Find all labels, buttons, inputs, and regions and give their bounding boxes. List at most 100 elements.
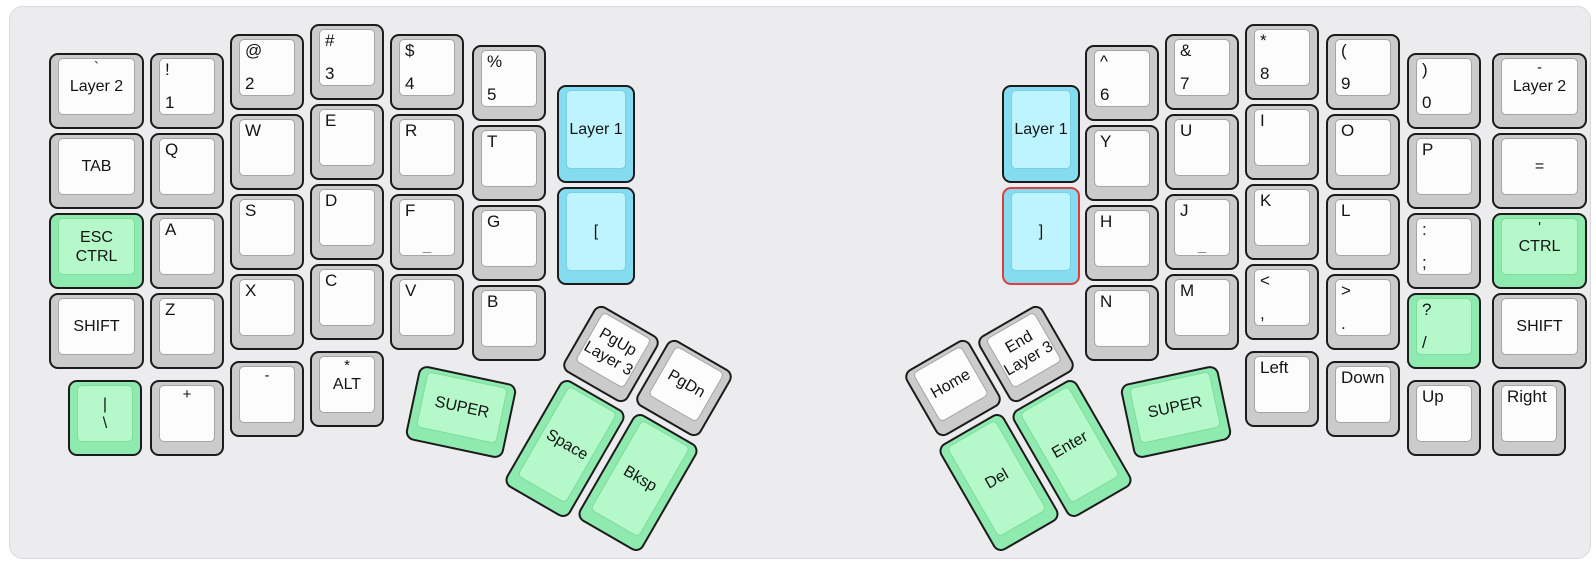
key-plus[interactable]: + — [150, 380, 224, 456]
key-h[interactable]: H — [1085, 205, 1159, 281]
key-shift-left[interactable]: SHIFT — [49, 293, 144, 369]
key-9[interactable]: (9 — [1326, 34, 1400, 110]
key-grave-layer2[interactable]: `Layer 2 — [49, 53, 144, 129]
key-2[interactable]: @2 — [230, 34, 304, 110]
key-r[interactable]: R — [390, 114, 464, 190]
keycap-top: F_ — [399, 199, 455, 256]
key-8-legend-bottom: 8 — [1260, 64, 1270, 83]
key-layer1-right-label-line: Layer 1 — [1014, 121, 1068, 138]
key-t[interactable]: T — [472, 125, 546, 201]
key-minus-left-legend-shift: - — [264, 367, 270, 384]
key-b-legend-top: B — [487, 292, 499, 311]
key-f[interactable]: F_ — [390, 194, 464, 270]
key-5[interactable]: %5 — [472, 45, 546, 121]
key-x[interactable]: X — [230, 274, 304, 350]
key-right-bracket-label-line: ] — [1038, 223, 1044, 240]
key-super-left-label-line: SUPER — [433, 393, 491, 422]
key-0[interactable]: )0 — [1407, 53, 1481, 129]
key-left-arrow-legend-top: Left — [1260, 358, 1289, 377]
keycap-top: @2 — [239, 39, 295, 96]
key-grave-layer2-label-line: Layer 2 — [69, 78, 124, 95]
key-v[interactable]: V — [390, 274, 464, 350]
key-1-legend-bottom: 1 — [165, 93, 175, 112]
key-j[interactable]: J_ — [1165, 194, 1239, 270]
key-7-legend-top: & — [1180, 41, 1192, 60]
key-a[interactable]: A — [150, 213, 224, 289]
key-layer1-right[interactable]: Layer 1 — [1002, 85, 1080, 183]
key-4-legend-top: $ — [405, 41, 415, 60]
key-4-legend-bottom: 4 — [405, 74, 415, 93]
key-m-legend-top: M — [1180, 281, 1195, 300]
key-g[interactable]: G — [472, 205, 546, 281]
key-right-bracket[interactable]: ] — [1002, 187, 1080, 285]
key-left-bracket[interactable]: [ — [557, 187, 635, 285]
key-3-legend-top: # — [325, 31, 335, 50]
key-quote-ctrl[interactable]: 'CTRL — [1492, 213, 1587, 289]
key-semicolon[interactable]: :; — [1407, 213, 1481, 289]
key-f-homing-bar: _ — [422, 237, 432, 254]
key-p[interactable]: P — [1407, 133, 1481, 209]
key-period-legend-bottom: . — [1341, 314, 1346, 333]
key-shift-right[interactable]: SHIFT — [1492, 293, 1587, 369]
key-8[interactable]: *8 — [1245, 24, 1319, 100]
key-m[interactable]: M — [1165, 274, 1239, 350]
key-shift-left-label-line: SHIFT — [73, 318, 120, 335]
key-l[interactable]: L — [1326, 194, 1400, 270]
key-4[interactable]: $4 — [390, 34, 464, 110]
key-o[interactable]: O — [1326, 114, 1400, 190]
key-3[interactable]: #3 — [310, 24, 384, 100]
key-question-slash[interactable]: ?/ — [1407, 293, 1481, 369]
key-period[interactable]: >. — [1326, 274, 1400, 350]
key-7-legend-bottom: 7 — [1180, 74, 1190, 93]
key-left-arrow[interactable]: Left — [1245, 351, 1319, 427]
key-6[interactable]: ^6 — [1085, 45, 1159, 121]
key-plus-legend-shift: + — [182, 386, 192, 403]
key-p-legend-top: P — [1422, 140, 1434, 159]
key-star-alt-legend-shift: * — [344, 357, 350, 374]
keycap-top: W — [239, 119, 295, 176]
key-r-legend-top: R — [405, 121, 418, 140]
key-e[interactable]: E — [310, 104, 384, 180]
key-n[interactable]: N — [1085, 285, 1159, 361]
key-9-legend-top: ( — [1341, 41, 1347, 60]
key-i[interactable]: I — [1245, 104, 1319, 180]
keycap-top: Left — [1254, 356, 1310, 413]
key-d[interactable]: D — [310, 184, 384, 260]
key-super-left[interactable]: SUPER — [404, 364, 518, 460]
key-z-legend-top: Z — [165, 300, 176, 319]
key-z[interactable]: Z — [150, 293, 224, 369]
key-y[interactable]: Y — [1085, 125, 1159, 201]
key-pipe-backslash[interactable]: |\ — [68, 380, 142, 456]
key-right-arrow-legend-top: Right — [1507, 387, 1547, 406]
key-tab[interactable]: TAB — [49, 133, 144, 209]
key-e-legend-top: E — [325, 111, 337, 130]
key-j-homing-bar: _ — [1197, 237, 1207, 254]
key-super-left-label: SUPER — [417, 372, 507, 442]
key-bksp-label-line: Bksp — [620, 462, 660, 495]
key-minus-layer2-label: Layer 2 — [1502, 59, 1577, 114]
keycap-top: $4 — [399, 39, 455, 96]
key-c[interactable]: C — [310, 264, 384, 340]
key-up-arrow[interactable]: Up — [1407, 380, 1481, 456]
key-comma[interactable]: <, — [1245, 264, 1319, 340]
key-k[interactable]: K — [1245, 184, 1319, 260]
key-super-right-label: SUPER — [1130, 372, 1220, 442]
key-layer1-left[interactable]: Layer 1 — [557, 85, 635, 183]
key-b[interactable]: B — [472, 285, 546, 361]
key-down-arrow[interactable]: Down — [1326, 361, 1400, 437]
key-t-legend-top: T — [487, 132, 498, 151]
key-q[interactable]: Q — [150, 133, 224, 209]
key-w[interactable]: W — [230, 114, 304, 190]
key-1[interactable]: !1 — [150, 53, 224, 129]
key-7[interactable]: &7 — [1165, 34, 1239, 110]
key-super-right[interactable]: SUPER — [1119, 364, 1233, 460]
key-s[interactable]: S — [230, 194, 304, 270]
key-equals[interactable]: = — [1492, 133, 1587, 209]
key-quote-ctrl-label-line: CTRL — [1518, 238, 1561, 255]
key-u[interactable]: U — [1165, 114, 1239, 190]
key-star-alt[interactable]: *ALT — [310, 351, 384, 427]
key-minus-left[interactable]: - — [230, 361, 304, 437]
key-minus-layer2[interactable]: -Layer 2 — [1492, 53, 1587, 129]
key-right-arrow[interactable]: Right — [1492, 380, 1566, 456]
